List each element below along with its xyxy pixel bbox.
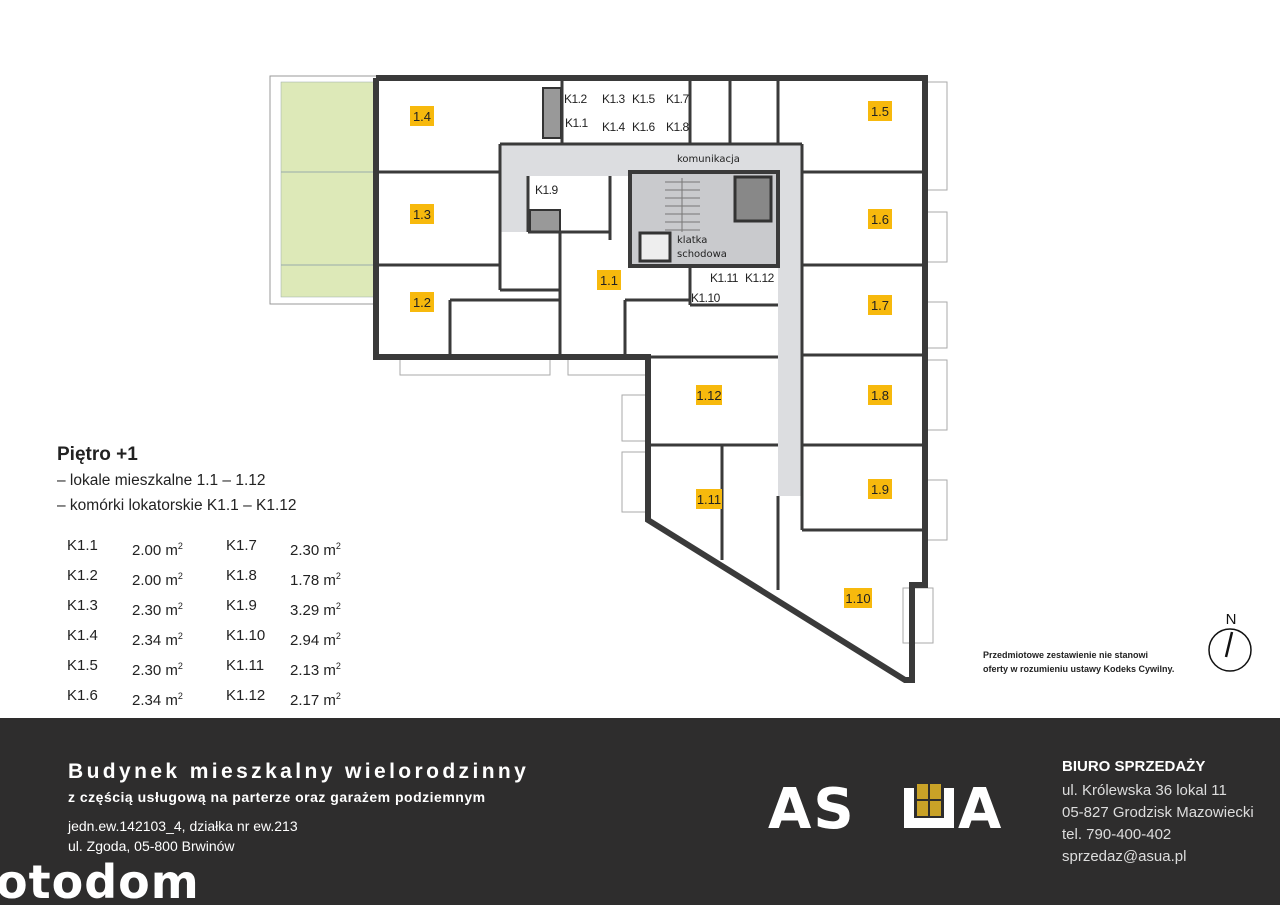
plot-info: jedn.ew.142103_4, działka nr ew.213: [68, 818, 298, 834]
storage-id: K1.11: [226, 657, 265, 674]
storage-label: K1.1: [565, 116, 589, 130]
sales-city: 05-827 Grodzisk Mazowiecki: [1062, 804, 1254, 821]
storage-area: 2.00 m2: [132, 571, 183, 589]
storage-area: 2.94 m2: [290, 631, 341, 649]
storage-area: 2.30 m2: [132, 601, 183, 619]
storage-area: 2.34 m2: [132, 631, 183, 649]
storage-label: K1.9: [535, 183, 559, 197]
apartment-1.9: 1.9: [868, 479, 892, 499]
storage-label: K1.8: [666, 120, 690, 134]
apartment-label: 1.11: [697, 492, 721, 507]
sales-phone[interactable]: tel. 790-400-402: [1062, 826, 1172, 843]
storage-area-table: K1.1 2.00 m2 K1.7 2.30 m2 K1.2 2.00 m2 K1.8…: [67, 534, 370, 709]
floor-title: Piętro +1: [57, 444, 138, 465]
north-compass-icon: N: [1208, 611, 1252, 672]
storage-label: K1.12: [745, 271, 775, 285]
storage-area: 2.30 m2: [290, 541, 341, 559]
shaft: [529, 209, 561, 233]
apartment-label: 1.8: [871, 388, 889, 403]
elevator: [638, 231, 672, 263]
storage-area: 2.17 m2: [290, 691, 341, 709]
apartment-1.6: 1.6: [868, 209, 892, 229]
stairs: [665, 178, 700, 232]
storage-area: 2.13 m2: [290, 661, 341, 679]
storage-label: K1.3: [602, 92, 626, 106]
storage-id: K1.8: [226, 567, 257, 584]
storage-id: K1.9: [226, 597, 257, 614]
elevator-shaft: [733, 175, 773, 223]
apartment-1.1: 1.1: [597, 270, 621, 290]
storage-label: K1.7: [666, 92, 690, 106]
storage-area: 3.29 m2: [290, 601, 341, 619]
apartment-label: 1.9: [871, 482, 889, 497]
building-address: ul. Zgoda, 05-800 Brwinów: [68, 838, 235, 854]
stair-label: klatka: [677, 235, 707, 246]
legend-apartments: – lokale mieszkalne 1.1 – 1.12: [57, 472, 266, 489]
apartment-label: 1.6: [871, 212, 889, 227]
storage-labels: K1.1 K1.2 K1.3 K1.4 K1.5 K1.6 K1.7 K1.8 …: [535, 92, 775, 305]
apartment-1.4: 1.4: [410, 106, 434, 126]
svg-text:A: A: [958, 782, 1002, 832]
building-subtitle: z częścią usługową na parterze oraz gara…: [68, 789, 486, 805]
apartment-1.3: 1.3: [410, 204, 434, 224]
apartment-label: 1.3: [413, 207, 431, 222]
storage-label: K1.2: [564, 92, 588, 106]
asua-logo: AS A: [768, 782, 1002, 832]
storage-area: 2.34 m2: [132, 691, 183, 709]
floor-plan: 1.1 1.2 1.3 1.4 1.5 1.6 1.7 1.8 1.9 1.10…: [269, 75, 1252, 683]
storage-id: K1.3: [67, 597, 98, 614]
storage-id: K1.2: [67, 567, 98, 584]
svg-text:AS: AS: [768, 782, 856, 832]
apartment-label: 1.12: [696, 388, 721, 403]
apartment-label: 1.2: [413, 295, 431, 310]
sales-office-title: BIURO SPRZEDAŻY: [1062, 758, 1206, 775]
storage-id: K1.1: [67, 537, 98, 554]
storage-label: K1.5: [632, 92, 656, 106]
apartment-label: 1.4: [413, 109, 431, 124]
apartment-1.8: 1.8: [868, 385, 892, 405]
disclaimer: Przedmiotowe zestawienie nie stanowi ofe…: [983, 648, 1174, 676]
storage-area: 2.00 m2: [132, 541, 183, 559]
apartment-1.5: 1.5: [868, 101, 892, 121]
storage-id: K1.6: [67, 687, 98, 704]
apartment-1.11: 1.11: [696, 489, 722, 509]
corridor-label: komunikacja: [677, 154, 740, 165]
storage-area: 1.78 m2: [290, 571, 341, 589]
apartment-1.7: 1.7: [868, 295, 892, 315]
building-title: Budynek mieszkalny wielorodzinny: [68, 760, 530, 783]
storage-id: K1.10: [226, 627, 266, 644]
storage-label: K1.10: [691, 291, 721, 305]
apartment-1.10: 1.10: [844, 588, 872, 608]
apartment-label: 1.7: [871, 298, 889, 313]
interior-walls: [376, 78, 925, 590]
apartment-label: 1.1: [600, 273, 618, 288]
storage-id: K1.5: [67, 657, 98, 674]
shaft: [542, 87, 562, 139]
sales-address: ul. Królewska 36 lokal 11: [1062, 782, 1227, 799]
footer: [0, 718, 1280, 905]
exterior-wall: [373, 75, 928, 683]
storage-label: K1.6: [632, 120, 656, 134]
disclaimer-line: oferty w rozumieniu ustawy Kodeks Cywiln…: [983, 664, 1175, 674]
apartment-1.2: 1.2: [410, 292, 434, 312]
apartment-labels: 1.1 1.2 1.3 1.4 1.5 1.6 1.7 1.8 1.9 1.10…: [410, 101, 892, 608]
apartment-label: 1.5: [871, 104, 889, 119]
storage-id: K1.7: [226, 537, 257, 554]
apartment-1.12: 1.12: [696, 385, 722, 405]
otodom-watermark: otodom: [0, 855, 200, 909]
legend-storage: – komórki lokatorskie K1.1 – K1.12: [57, 497, 297, 514]
storage-label: K1.11: [710, 271, 739, 285]
disclaimer-line: Przedmiotowe zestawienie nie stanowi: [983, 650, 1149, 660]
storage-area: 2.30 m2: [132, 661, 183, 679]
storage-id: K1.4: [67, 627, 98, 644]
sales-email[interactable]: sprzedaz@asua.pl: [1062, 848, 1187, 865]
north-label: N: [1226, 611, 1237, 628]
terrace: [280, 81, 377, 298]
stair-label: schodowa: [677, 249, 727, 260]
apartment-label: 1.10: [845, 591, 870, 606]
storage-id: K1.12: [226, 687, 266, 704]
storage-label: K1.4: [602, 120, 626, 134]
